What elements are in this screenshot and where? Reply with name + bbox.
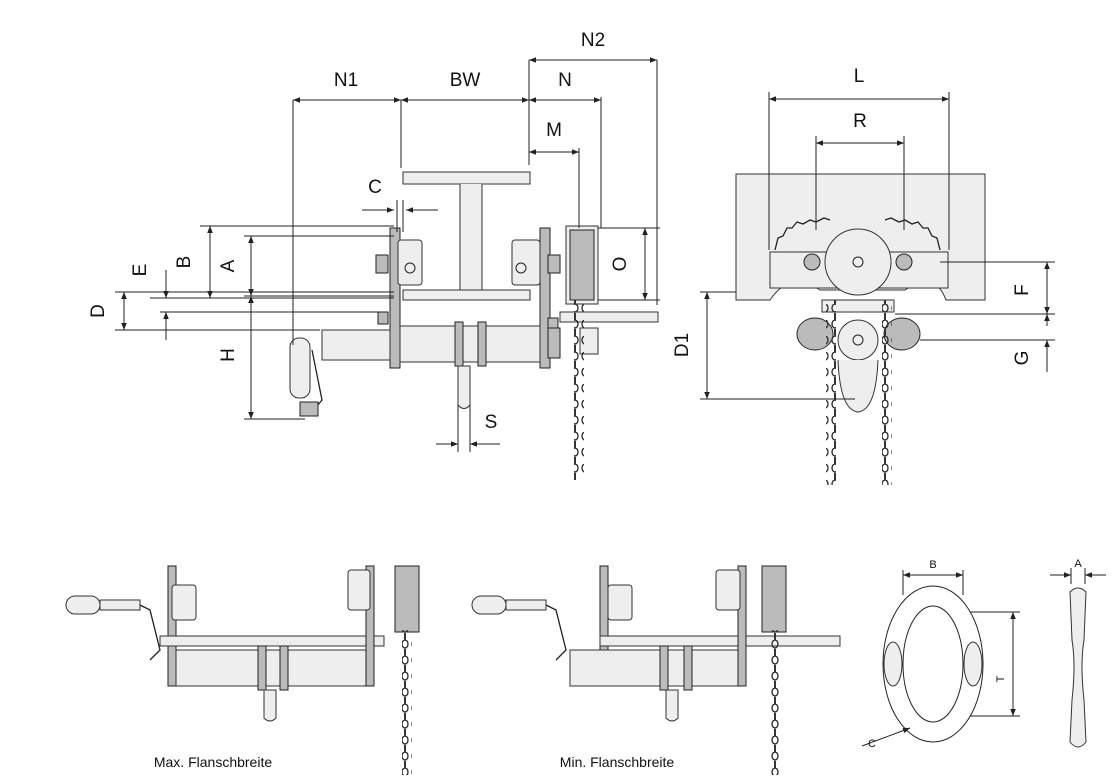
- min-flange-view: Min. Flanschbreite: [471, 565, 841, 775]
- dim-label-c: C: [368, 177, 382, 198]
- chain-wheel: [565, 225, 599, 480]
- hanger-plate: [457, 365, 471, 409]
- dim-label-s: S: [485, 412, 498, 433]
- dim-label-a: A: [218, 259, 239, 272]
- dim-label-n1: N1: [334, 70, 358, 91]
- link-label-a: A: [1074, 558, 1082, 570]
- dim-label-h: H: [218, 348, 239, 362]
- dim-label-n2: N2: [581, 30, 605, 51]
- link-label-b: B: [929, 559, 936, 571]
- chain-link-front: B T C: [861, 559, 1020, 750]
- hand-crank: [289, 337, 323, 417]
- dim-label-f: F: [1012, 284, 1033, 296]
- dim-label-n: N: [558, 70, 572, 91]
- dim-label-o: O: [610, 257, 631, 272]
- dim-label-b: B: [174, 256, 195, 269]
- max-flange-view: Max. Flanschbreite: [65, 565, 420, 775]
- dim-label-d1: D1: [672, 333, 693, 357]
- trolley-left-side: [375, 227, 423, 369]
- trolley-right-side: [511, 227, 561, 369]
- cross-shaft: [321, 311, 659, 367]
- dim-label-l: L: [854, 66, 865, 87]
- i-beam: [402, 171, 531, 301]
- chain-link-side: A: [1050, 558, 1106, 748]
- dim-label-e: E: [130, 264, 151, 277]
- dim-label-d: D: [88, 304, 109, 318]
- dim-label-r: R: [853, 111, 867, 132]
- dim-label-bw: BW: [450, 70, 481, 91]
- link-label-t: T: [995, 675, 1007, 682]
- caption-max-flange: Max. Flanschbreite: [154, 754, 272, 770]
- front-view: N1 BW N2 N M C A B E: [88, 30, 660, 480]
- side-view: L R F G D1: [672, 66, 1055, 485]
- link-label-c: C: [868, 738, 876, 750]
- dim-label-g: G: [1012, 351, 1033, 366]
- dim-label-m: M: [546, 120, 562, 141]
- caption-min-flange: Min. Flanschbreite: [560, 754, 675, 770]
